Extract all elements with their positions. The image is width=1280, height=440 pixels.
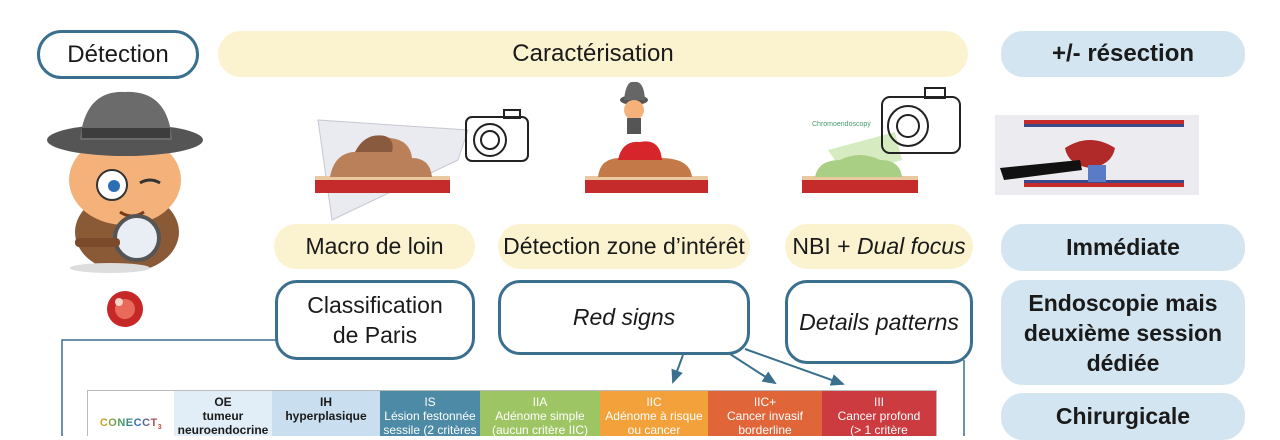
conecct-logo-cell: CONECCT3 xyxy=(88,391,174,436)
resection-immediate: Immédiate xyxy=(1001,224,1245,271)
outcome-red-signs: Red signs xyxy=(498,280,750,355)
method-nbi: NBI + Dual focus xyxy=(785,224,973,269)
method-nbi-prefix: NBI + xyxy=(792,233,857,259)
col-line1: Adénome à risque xyxy=(605,409,703,423)
arrows xyxy=(671,348,845,386)
table-col-oe: OE tumeur neuroendocrine xyxy=(174,391,272,436)
resection-immediate-label: Immédiate xyxy=(1066,234,1180,260)
col-code: OE xyxy=(214,395,232,409)
col-line2: (> 1 critère xyxy=(850,423,908,436)
nbi-illustration: Chromoendoscopy xyxy=(802,87,961,193)
table-col-is: IS Lésion festonnée sessile (2 critères xyxy=(380,391,480,436)
header-detection: Détection xyxy=(37,30,199,79)
connector-lines xyxy=(61,339,965,436)
table-col-iia: IIA Adénome simple (aucun critère IIC) xyxy=(480,391,600,436)
col-code: IIA xyxy=(532,395,548,409)
col-line1: tumeur xyxy=(202,409,244,423)
resection-endoscopie-label: Endoscopie mais deuxième session dédiée xyxy=(1023,289,1223,376)
header-detection-label: Détection xyxy=(67,40,169,68)
chromoendoscopy-label: Chromoendoscopy xyxy=(812,121,871,128)
col-line1: Cancer invasif xyxy=(726,409,804,423)
table-col-ih: IH hyperplasique xyxy=(272,391,380,436)
col-line2: neuroendocrine xyxy=(177,423,269,436)
col-line2: ou cancer xyxy=(627,423,681,436)
resection-chirurgicale-label: Chirurgicale xyxy=(1055,403,1191,429)
outcome-red-signs-label: Red signs xyxy=(572,304,676,330)
col-code: IIC+ xyxy=(753,395,777,409)
detective-illustration xyxy=(47,91,203,273)
resection-endoscopie: Endoscopie mais deuxième session dédiée xyxy=(1001,280,1245,385)
col-line1: hyperplasique xyxy=(285,409,367,423)
col-code: IH xyxy=(320,395,332,409)
table-col-iii: III Cancer profond (> 1 critère xyxy=(822,391,936,436)
col-code: III xyxy=(873,395,884,409)
macro-illustration xyxy=(315,109,529,221)
outcome-details: Details patterns xyxy=(785,280,973,364)
outcome-classification-label: Classification de Paris xyxy=(307,292,443,348)
arrow-to-iii xyxy=(744,348,845,386)
col-line2: (aucun critère IIC) xyxy=(491,423,589,436)
header-resection-label: +/- résection xyxy=(1051,40,1195,67)
table-col-iicplus: IIC+ Cancer invasif borderline xyxy=(708,391,822,436)
table-col-iic: IIC Adénome à risque ou cancer xyxy=(600,391,708,436)
method-macro-label: Macro de loin xyxy=(305,233,444,259)
arrow-to-iic xyxy=(671,354,684,384)
col-code: IIC xyxy=(646,395,662,409)
detection-zone-illustration xyxy=(585,81,708,193)
header-caracterisation: Caractérisation xyxy=(218,31,968,77)
outcome-classification: Classification de Paris xyxy=(275,280,475,360)
col-line2: borderline xyxy=(738,423,792,436)
col-line1: Adénome simple xyxy=(495,409,585,423)
header-caracterisation-label: Caractérisation xyxy=(512,40,674,67)
col-line2: sessile (2 critères xyxy=(383,423,477,436)
conecct-logo: CONECCT3 xyxy=(99,417,163,432)
resection-chirurgicale: Chirurgicale xyxy=(1001,393,1245,440)
col-code: IS xyxy=(424,395,436,409)
col-line1: Lésion festonnée xyxy=(384,409,476,423)
method-nbi-italic: Dual focus xyxy=(856,233,966,259)
arrow-to-iicplus xyxy=(729,353,777,385)
conecct-table xyxy=(87,390,937,436)
resection-photo xyxy=(995,115,1199,195)
method-detection-zone-label: Détection zone d’intérêt xyxy=(503,233,745,259)
outcome-details-label: Details patterns xyxy=(799,308,959,335)
conecct-logo-sub: 3 xyxy=(157,424,163,432)
header-resection: +/- résection xyxy=(1001,31,1245,77)
method-macro: Macro de loin xyxy=(274,224,475,269)
conecct-logo-text: CONECCT xyxy=(99,417,158,429)
method-detection-zone: Détection zone d’intérêt xyxy=(498,224,750,269)
col-line1: Cancer profond xyxy=(837,409,921,423)
